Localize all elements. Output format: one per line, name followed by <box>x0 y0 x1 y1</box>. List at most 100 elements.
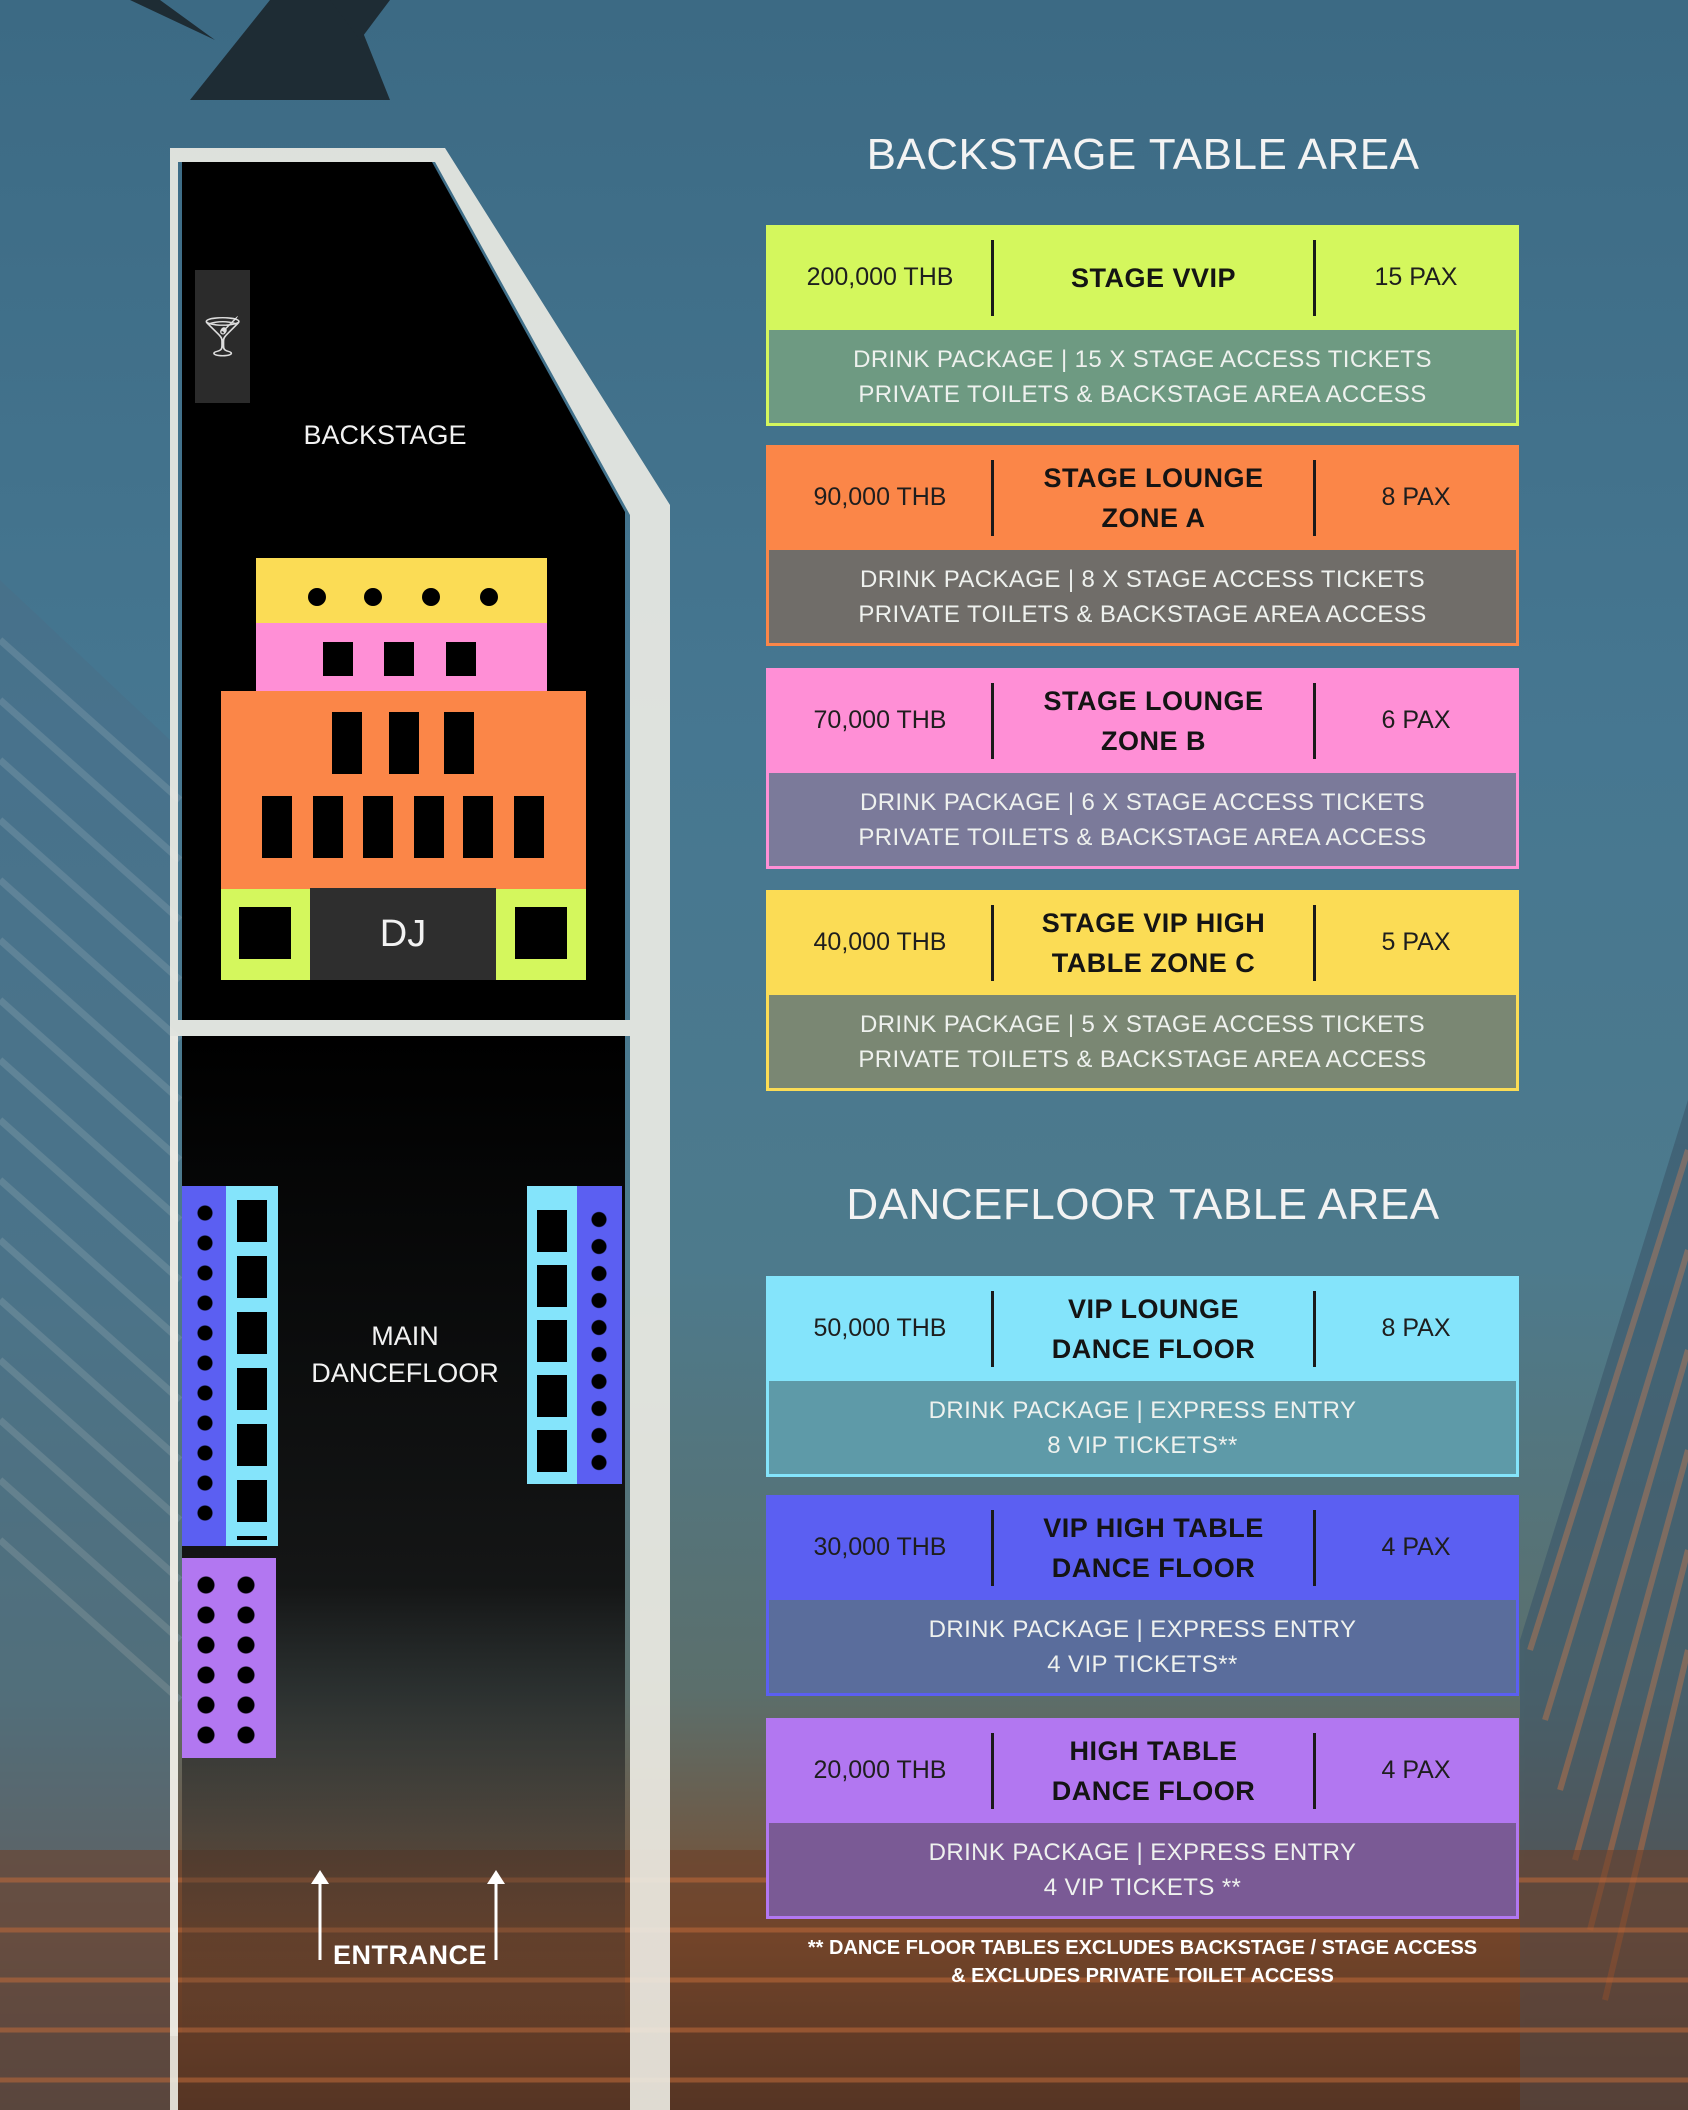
details-line-2: PRIVATE TOILETS & BACKSTAGE AREA ACCESS <box>858 380 1427 408</box>
vip-high-table-right[interactable] <box>577 1186 622 1484</box>
card-header: 20,000 THB HIGH TABLE DANCE FLOOR 4 PAX <box>766 1718 1519 1823</box>
package-stage-vip-high-table-zone-c[interactable]: 40,000 THB STAGE VIP HIGH TABLE ZONE C 5… <box>766 890 1519 1091</box>
vip-lounge-left[interactable] <box>226 1186 278 1546</box>
package-name: VIP LOUNGE DANCE FLOOR <box>994 1289 1313 1369</box>
table-block <box>463 796 493 858</box>
package-name-line-1: VIP HIGH TABLE <box>1043 1512 1264 1543</box>
price: 90,000 THB <box>813 483 947 511</box>
zone-c-tables[interactable] <box>256 558 547 623</box>
details-line-1: DRINK PACKAGE | 8 X STAGE ACCESS TICKETS <box>859 565 1426 593</box>
card-details: DRINK PACKAGE | 6 X STAGE ACCESS TICKETS… <box>766 773 1519 869</box>
details-line-2: PRIVATE TOILETS & BACKSTAGE AREA ACCESS <box>858 823 1427 851</box>
divider <box>1313 239 1316 316</box>
divider <box>991 459 994 536</box>
divider <box>991 1732 994 1809</box>
package-vip-high-table-dance-floor[interactable]: 30,000 THB VIP HIGH TABLE DANCE FLOOR 4 … <box>766 1495 1519 1696</box>
package-name-line-1: HIGH TABLE <box>1069 1735 1238 1766</box>
card-details: DRINK PACKAGE | 15 X STAGE ACCESS TICKET… <box>766 330 1519 426</box>
price: 70,000 THB <box>813 706 947 734</box>
high-table-area[interactable] <box>182 1558 276 1758</box>
package-name-line-2: TABLE ZONE C <box>1051 947 1256 978</box>
seat-dot <box>422 588 440 606</box>
entrance-label: ENTRANCE <box>333 1940 488 1970</box>
pax: 8 PAX <box>1381 1314 1451 1342</box>
details-line-2: 4 VIP TICKETS ** <box>1043 1873 1242 1901</box>
divider <box>991 682 994 759</box>
card-details: DRINK PACKAGE | 5 X STAGE ACCESS TICKETS… <box>766 995 1519 1091</box>
package-stage-lounge-zone-b[interactable]: 70,000 THB STAGE LOUNGE ZONE B 6 PAX DRI… <box>766 668 1519 869</box>
table-block <box>262 796 292 858</box>
vip-lounge-right[interactable] <box>527 1186 577 1484</box>
details-line-2: PRIVATE TOILETS & BACKSTAGE AREA ACCESS <box>858 1045 1427 1073</box>
seat-dot <box>480 588 498 606</box>
package-name-line-2: DANCE FLOOR <box>1051 1552 1256 1583</box>
package-name: VIP HIGH TABLE DANCE FLOOR <box>994 1508 1313 1588</box>
seat-dot <box>364 588 382 606</box>
details-line-2: PRIVATE TOILETS & BACKSTAGE AREA ACCESS <box>858 600 1427 628</box>
table-block <box>239 907 291 959</box>
package-stage-vvip[interactable]: 200,000 THB STAGE VVIP 15 PAX DRINK PACK… <box>766 225 1519 426</box>
divider <box>991 1290 994 1367</box>
seat-dots <box>591 1206 607 1476</box>
package-name-line-1: STAGE LOUNGE <box>1043 685 1264 716</box>
dancefloor-label: MAIN DANCEFLOOR <box>300 1318 510 1392</box>
pax: 6 PAX <box>1381 706 1451 734</box>
backstage-label: BACKSTAGE <box>303 420 467 450</box>
package-name-line-2: DANCE FLOOR <box>1051 1775 1256 1806</box>
card-header: 40,000 THB STAGE VIP HIGH TABLE ZONE C 5… <box>766 890 1519 995</box>
table-block <box>446 642 476 676</box>
vip-high-table-left[interactable] <box>182 1186 226 1546</box>
package-name-line-2: ZONE A <box>1101 502 1206 533</box>
package-vip-lounge-dance-floor[interactable]: 50,000 THB VIP LOUNGE DANCE FLOOR 8 PAX … <box>766 1276 1519 1477</box>
card-details: DRINK PACKAGE | EXPRESS ENTRY 8 VIP TICK… <box>766 1381 1519 1477</box>
package-name: STAGE LOUNGE ZONE B <box>994 681 1313 761</box>
dancefloor-label-line-2: DANCEFLOOR <box>311 1358 499 1388</box>
package-high-table-dance-floor[interactable]: 20,000 THB HIGH TABLE DANCE FLOOR 4 PAX … <box>766 1718 1519 1919</box>
dj-booth: DJ <box>310 888 496 980</box>
package-name-line-1: STAGE VIP HIGH <box>1041 907 1266 938</box>
card-header: 30,000 THB VIP HIGH TABLE DANCE FLOOR 4 … <box>766 1495 1519 1600</box>
divider <box>1313 682 1316 759</box>
zone-a-tables[interactable] <box>221 691 586 889</box>
package-name: STAGE VIP HIGH TABLE ZONE C <box>994 903 1313 983</box>
package-name-line-2: ZONE B <box>1100 725 1206 756</box>
entrance-arrows-icon <box>311 1870 505 1960</box>
seat-dot <box>308 588 326 606</box>
backstage-title: BACKSTAGE TABLE AREA <box>866 130 1420 179</box>
table-block <box>323 642 353 676</box>
divider <box>1313 904 1316 981</box>
footnote-line-1: ** DANCE FLOOR TABLES EXCLUDES BACKSTAGE… <box>807 1937 1478 1959</box>
zone-b-tables[interactable] <box>256 623 547 691</box>
package-stage-lounge-zone-a[interactable]: 90,000 THB STAGE LOUNGE ZONE A 8 PAX DRI… <box>766 445 1519 646</box>
bar-counter: 🍸︎ <box>195 270 250 403</box>
table-blocks <box>537 1210 567 1480</box>
divider <box>1313 1732 1316 1809</box>
details-line-1: DRINK PACKAGE | EXPRESS ENTRY <box>928 1838 1357 1866</box>
divider <box>991 1509 994 1586</box>
stage-vvip-table-left[interactable] <box>221 889 310 980</box>
pax: 5 PAX <box>1381 928 1451 956</box>
package-name: STAGE LOUNGE ZONE A <box>994 458 1313 538</box>
footnote-line-2: & EXCLUDES PRIVATE TOILET ACCESS <box>951 1965 1334 1987</box>
table-block <box>514 796 544 858</box>
details-line-1: DRINK PACKAGE | 15 X STAGE ACCESS TICKET… <box>853 345 1432 373</box>
table-block <box>515 907 567 959</box>
table-block <box>444 712 474 774</box>
price: 20,000 THB <box>813 1756 947 1784</box>
price: 200,000 THB <box>806 263 954 291</box>
table-block <box>389 712 419 774</box>
package-name-line-2: DANCE FLOOR <box>1051 1333 1256 1364</box>
package-name-line-1: STAGE LOUNGE <box>1043 462 1264 493</box>
details-line-1: DRINK PACKAGE | 6 X STAGE ACCESS TICKETS <box>859 788 1426 816</box>
card-details: DRINK PACKAGE | EXPRESS ENTRY 4 VIP TICK… <box>766 1823 1519 1919</box>
stage-vvip-table-right[interactable] <box>496 889 586 980</box>
dancefloor-label-line-1: MAIN <box>371 1321 439 1351</box>
price: 40,000 THB <box>813 928 947 956</box>
pax: 8 PAX <box>1381 483 1451 511</box>
card-header: 90,000 THB STAGE LOUNGE ZONE A 8 PAX <box>766 445 1519 550</box>
cocktail-glass-icon: 🍸︎ <box>197 315 248 359</box>
seat-dots <box>197 1570 215 1750</box>
seat-dots <box>237 1570 255 1750</box>
divider <box>1313 1509 1316 1586</box>
divider <box>991 904 994 981</box>
